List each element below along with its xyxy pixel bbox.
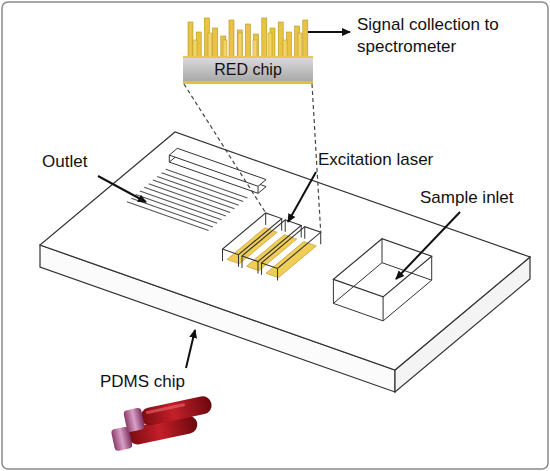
callout-label: Excitation laser bbox=[318, 150, 433, 170]
nanopillar bbox=[268, 33, 272, 58]
nanopillar bbox=[238, 33, 242, 58]
leader-arrow bbox=[98, 176, 146, 202]
chip-stroke bbox=[258, 262, 259, 274]
nanopillar bbox=[245, 24, 250, 58]
nanopillar bbox=[303, 20, 308, 58]
leader-arrow bbox=[288, 172, 316, 222]
chip-label: RED chip bbox=[214, 61, 282, 79]
chip-stroke bbox=[277, 268, 278, 280]
inlet-well bbox=[333, 263, 431, 321]
chip-stroke bbox=[333, 279, 334, 303]
nanopillar bbox=[237, 30, 242, 58]
chip-stroke bbox=[169, 155, 170, 162]
chip-stroke bbox=[261, 263, 262, 275]
leader-arrow bbox=[396, 212, 460, 279]
chip-slab: RED chip bbox=[183, 56, 313, 84]
chip-stroke bbox=[222, 249, 223, 261]
chip-stroke bbox=[281, 219, 282, 231]
chip-stroke bbox=[301, 225, 302, 237]
leader-arrow bbox=[308, 31, 350, 33]
callout-label: Sample inlet bbox=[420, 188, 514, 208]
inlet-well bbox=[333, 239, 431, 297]
chip-stroke bbox=[242, 256, 243, 268]
detection-chamber bbox=[262, 227, 321, 269]
chip-stroke bbox=[285, 220, 286, 232]
nanopillar bbox=[229, 20, 234, 58]
chip-stroke bbox=[431, 256, 432, 280]
leader-arrow bbox=[186, 330, 195, 368]
callout-label: Signal collection to spectrometer bbox=[357, 14, 537, 58]
nanopillar bbox=[298, 33, 302, 58]
chip-stroke bbox=[258, 186, 259, 193]
serpentine-channel bbox=[127, 169, 248, 230]
nanopillar bbox=[254, 34, 259, 58]
chip-stroke bbox=[383, 297, 384, 321]
nanopillar bbox=[213, 28, 218, 58]
nanopillar bbox=[262, 18, 267, 58]
nanopillar bbox=[188, 22, 193, 58]
outlet-well bbox=[169, 148, 266, 186]
callout-label: PDMS chip bbox=[100, 372, 185, 392]
zoom-line bbox=[184, 84, 266, 213]
chip-stroke bbox=[320, 232, 321, 244]
slab-top bbox=[40, 132, 530, 370]
nanopillars bbox=[188, 18, 308, 58]
red-chip-insert bbox=[266, 242, 316, 278]
chip-stroke bbox=[265, 213, 266, 225]
blood-tubes bbox=[107, 393, 217, 452]
chip-stroke bbox=[382, 239, 383, 263]
nanopillar bbox=[278, 22, 283, 58]
pdms-chip-drawing bbox=[40, 84, 530, 392]
chip-stroke bbox=[304, 227, 305, 239]
chip-stroke bbox=[238, 255, 239, 267]
callout-label: Outlet bbox=[42, 152, 87, 172]
nanopillar bbox=[208, 33, 212, 58]
